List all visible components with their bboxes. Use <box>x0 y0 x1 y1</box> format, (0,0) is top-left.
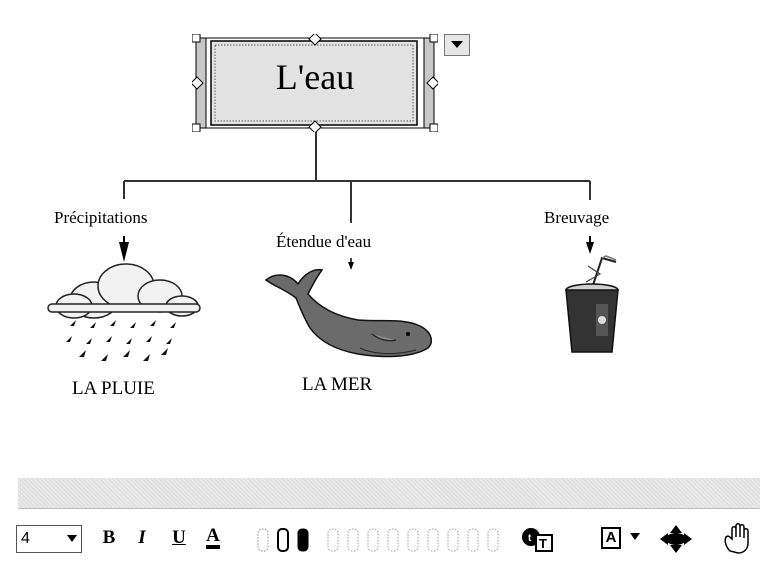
link-label-breuvage[interactable]: Breuvage <box>544 208 610 227</box>
shape-style-buttons[interactable] <box>256 523 318 555</box>
selection-frame <box>192 34 438 132</box>
chevron-down-icon[interactable] <box>628 531 642 543</box>
caption-la-pluie[interactable]: LA PLUIE <box>72 378 155 399</box>
resize-handle-top-left <box>192 34 201 43</box>
underline-label: U <box>172 527 186 548</box>
formatting-toolbar: 4 B I U A t <box>16 508 760 567</box>
chevron-down-icon <box>67 535 77 542</box>
hand-tool-icon[interactable] <box>720 521 760 555</box>
canvas-bottom-strip <box>18 478 760 508</box>
resize-handle-top <box>308 34 322 46</box>
text-frame-label: A <box>600 527 622 549</box>
resize-handle-bottom-right <box>429 123 438 132</box>
root-node-title: L'eau <box>275 57 355 97</box>
text-frame-button[interactable]: A <box>598 524 624 552</box>
resize-handle-left <box>192 76 204 90</box>
caption-la-mer[interactable]: LA MER <box>302 374 373 395</box>
svg-text:T: T <box>539 536 547 551</box>
link-arrow-icon <box>586 236 594 254</box>
link-arrow-icon <box>348 258 354 270</box>
resize-handle-bottom <box>308 120 322 132</box>
resize-handle-bottom-left <box>192 123 201 132</box>
left-gutter <box>0 0 18 566</box>
text-color-button[interactable]: A <box>200 524 226 552</box>
svg-text:t: t <box>528 533 532 544</box>
shape-style-outline-icon <box>277 528 289 552</box>
diagram-canvas[interactable]: L'eau Précipitations LA PLUIE Étendue d'… <box>18 0 760 478</box>
link-label-etendue[interactable]: Étendue d'eau <box>276 232 372 251</box>
underline-button[interactable]: U <box>166 524 192 552</box>
rain-cloud-icon[interactable] <box>44 262 206 366</box>
note-text-icon[interactable]: t T <box>520 523 556 555</box>
connector-lines <box>123 132 591 223</box>
root-node-selection[interactable]: L'eau <box>192 34 438 132</box>
text-color-label: A <box>206 526 220 549</box>
link-label-precipitations[interactable]: Précipitations <box>54 208 148 227</box>
italic-button[interactable]: I <box>130 524 154 552</box>
italic-label: I <box>138 527 146 548</box>
move-arrows-icon[interactable] <box>658 523 694 555</box>
line-style-buttons[interactable] <box>326 523 506 555</box>
shape-style-filled-icon <box>297 528 309 552</box>
drink-cup-icon[interactable] <box>558 252 624 362</box>
triangle-down-icon <box>451 41 463 48</box>
resize-handle-top-right <box>429 34 438 43</box>
node-menu-button[interactable] <box>444 34 470 56</box>
bold-button[interactable]: B <box>96 524 122 552</box>
font-size-value: 4 <box>21 530 30 547</box>
whale-icon[interactable] <box>262 268 438 364</box>
shape-style-pattern-icon <box>257 528 269 552</box>
bold-label: B <box>102 527 116 548</box>
link-arrow-icon <box>119 236 129 262</box>
font-size-select[interactable]: 4 <box>16 525 82 553</box>
resize-handle-right <box>426 76 438 90</box>
